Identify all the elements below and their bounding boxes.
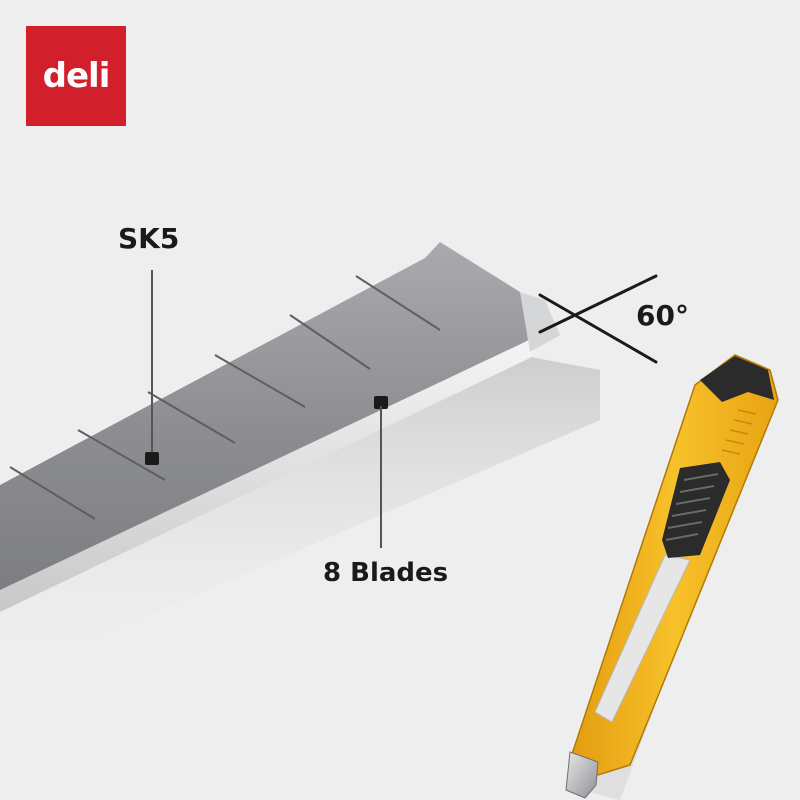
blade-tip xyxy=(520,292,560,352)
brand-logo-text: deli xyxy=(42,56,111,96)
angle-indicator-lines xyxy=(538,274,658,364)
blade-count-label: 8 Blades xyxy=(323,558,449,588)
blade-edge xyxy=(0,330,545,612)
knife-blade-tip xyxy=(565,751,599,799)
blade-score-lines xyxy=(9,275,441,520)
brand-logo: deli xyxy=(26,26,126,126)
blade-shadow xyxy=(0,355,600,680)
material-label: SK5 xyxy=(118,222,180,255)
utility-knife xyxy=(565,354,779,800)
blades-pointer xyxy=(374,396,388,548)
knife-window xyxy=(594,554,691,723)
snap-off-blade xyxy=(0,242,545,610)
sk5-pointer xyxy=(145,270,159,465)
knife-end-cap xyxy=(700,356,774,402)
knife-slider-grip xyxy=(662,462,730,558)
angle-label: 60° xyxy=(636,299,689,332)
